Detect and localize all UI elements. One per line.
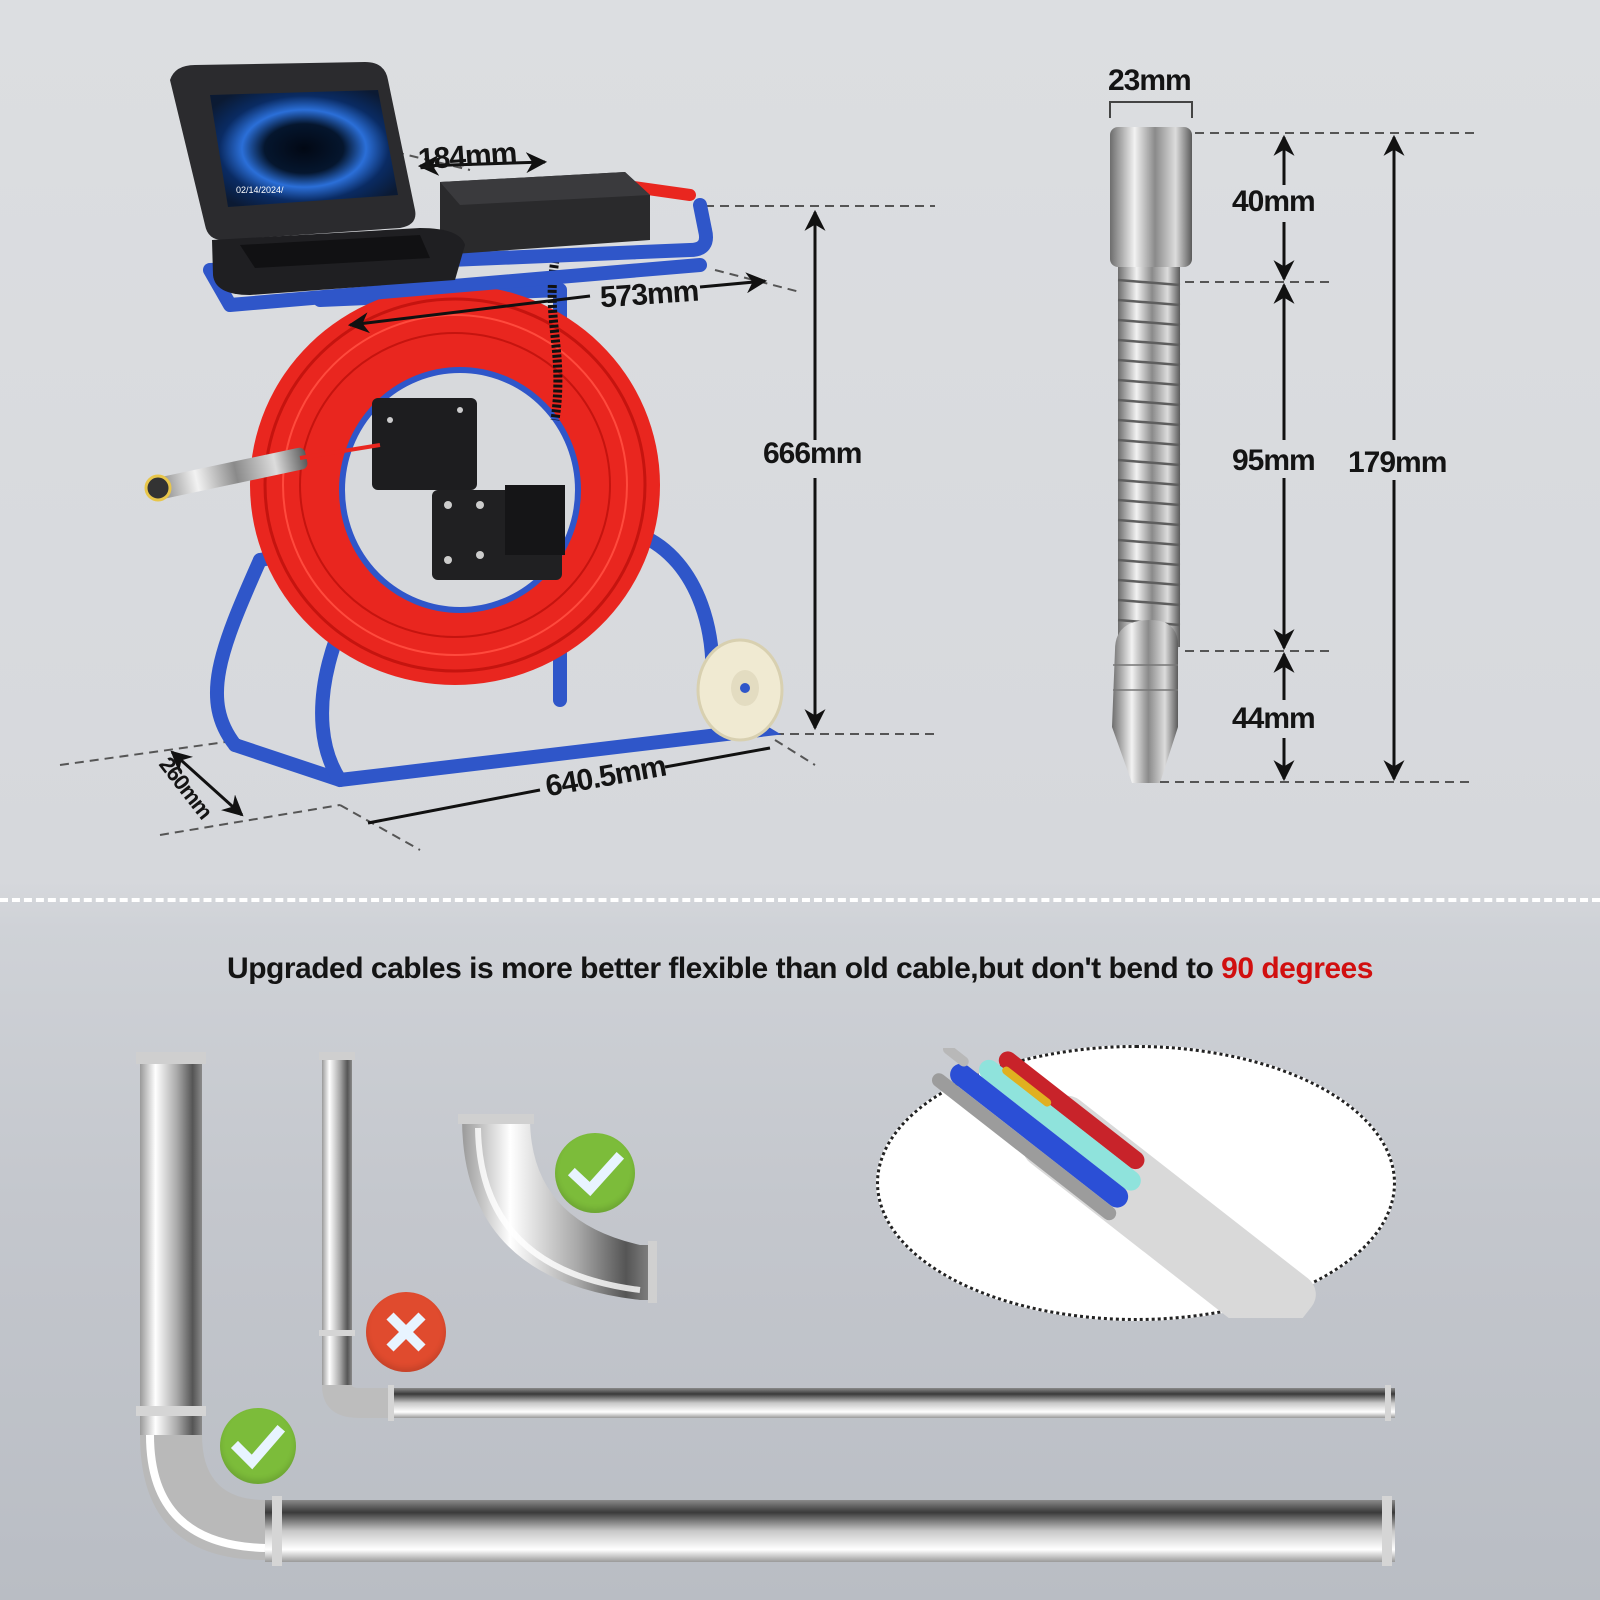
camera-head-illustration [1110, 127, 1192, 783]
bend-warning-headline: Upgraded cables is more better flexible … [0, 952, 1600, 986]
check-icon-large-elbow [220, 1408, 296, 1484]
dimension-label-573mm: 573mm [598, 274, 700, 315]
headline-text: Upgraded cables is more better flexible … [227, 952, 1222, 985]
reel-dimension-arrows [170, 152, 826, 825]
x-icon-sharp-elbow [366, 1292, 446, 1372]
dimension-label-40mm: 40mm [1232, 185, 1316, 218]
coiled-cable [547, 259, 563, 421]
camera-dimension-arrows [1273, 134, 1405, 782]
section-divider [0, 898, 1600, 902]
diameter-bracket [1109, 101, 1193, 118]
control-box [440, 172, 650, 255]
headline-accent: 90 degrees [1221, 952, 1373, 985]
camera-probe-on-reel [144, 443, 381, 502]
dimension-label-666mm: 666mm [763, 437, 862, 470]
dimension-label-44mm: 44mm [1232, 702, 1316, 735]
cable-cross-section-icon [931, 1048, 1316, 1318]
dimension-label-23mm: 23mm [1108, 64, 1192, 97]
pipe-curved-elbow [458, 1114, 657, 1303]
dimension-label-184mm: 184mm [416, 136, 518, 177]
monitor-timestamp: 02/14/2024/ [236, 185, 284, 195]
cable-cross-section-callout [876, 1045, 1396, 1321]
pipe-sharp-elbow [319, 1052, 1395, 1421]
dimension-label-95mm: 95mm [1232, 444, 1316, 477]
dimension-label-179mm: 179mm [1348, 446, 1447, 479]
check-icon-curved-elbow [555, 1133, 635, 1213]
pipe-large-elbow [136, 1052, 1395, 1566]
portable-monitor: 02/14/2024/ [170, 62, 465, 295]
camera-dimension-guides [1160, 132, 1475, 783]
reel-hub-control-box [372, 398, 565, 580]
spring-section [1117, 267, 1181, 647]
reel-wheel [696, 638, 784, 742]
